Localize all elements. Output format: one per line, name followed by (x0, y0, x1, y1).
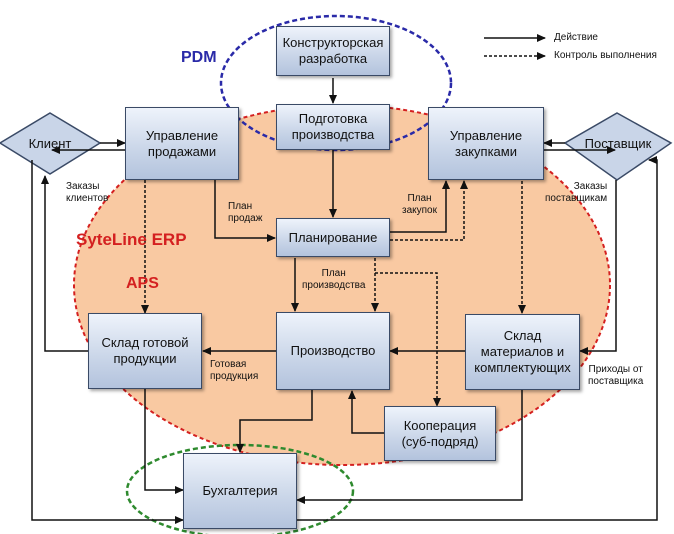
edge-accounting-supplier (297, 156, 658, 521)
edge-finished-client (41, 175, 88, 352)
aps-title: APS (126, 275, 159, 292)
edge-supplier-materials (579, 180, 617, 355)
edge-materials-accounting (296, 390, 523, 504)
client-node (0, 112, 102, 175)
label-finished-products: Готовая продукция (210, 359, 259, 382)
edge-finished-accounting (144, 389, 184, 494)
edge-planning-purchasing (390, 180, 450, 233)
control-planning-cooperation (375, 272, 441, 407)
legend-action-label: Действие (554, 32, 598, 43)
node-cooperation: Кооперация (суб-подряд) (384, 406, 496, 461)
node-prep: Подготовка производства (276, 104, 390, 150)
node-production: Производство (276, 312, 390, 390)
supplier-node (563, 112, 673, 181)
node-purchasing: Управление закупками (428, 107, 544, 180)
edge-production-accounting (236, 390, 313, 453)
erp-title: SyteLine ERP (76, 230, 187, 249)
node-planning: Планирование (276, 218, 390, 257)
client-label: Клиент (28, 136, 72, 151)
node-sales: Управление продажами (125, 107, 239, 180)
node-materials: Склад материалов и комплектующих (465, 314, 580, 390)
node-finished-goods: Склад готовой продукции (88, 313, 202, 389)
legend-control-label: Контроль выполнения (554, 50, 657, 61)
label-production-plan: План производства (302, 268, 366, 291)
label-supplier-receipts: Приходы от поставщика (588, 364, 644, 387)
label-sales-plan: План продаж (228, 201, 263, 224)
supplier-label: Поставщик (584, 136, 652, 151)
pdm-region (219, 14, 453, 152)
label-purchase-plan: План закупок (402, 193, 437, 216)
node-accounting: Бухгалтерия (183, 453, 297, 529)
accounting-region (125, 443, 355, 534)
edge-cooperation-production (348, 390, 384, 434)
pdm-title: PDM (181, 49, 217, 66)
edge-sales-planning (214, 180, 276, 242)
label-supplier-orders: Заказы поставщикам (545, 181, 608, 204)
label-client-orders: Заказы клиентов (66, 181, 109, 204)
edge-client-accounting (31, 160, 184, 524)
node-design: Конструкторская разработка (276, 26, 390, 76)
